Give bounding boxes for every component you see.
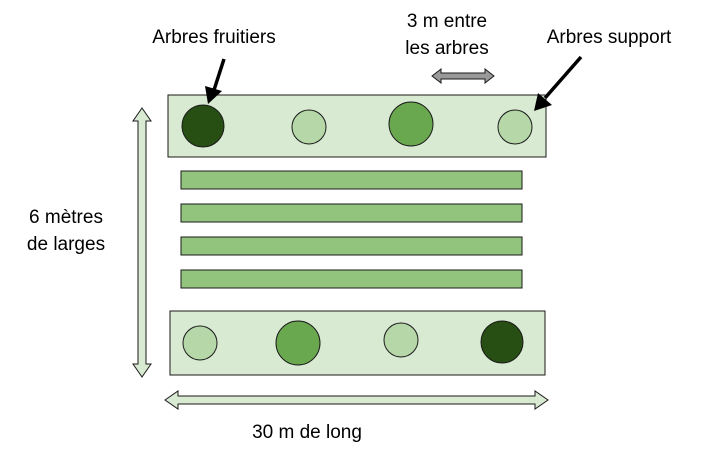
crop-row: [180, 269, 523, 289]
width-label-line2: de larges: [27, 234, 105, 255]
fruit-trees-label: Arbres fruitiers: [152, 27, 276, 48]
width-dimension-arrow: [132, 107, 152, 378]
crop-row: [180, 170, 523, 190]
crop-rows: [180, 170, 523, 289]
tree-light: [291, 109, 327, 145]
support-trees-label: Arbres support: [547, 27, 672, 48]
tree-spacing-arrow: [431, 67, 495, 85]
tree-dark: [480, 320, 524, 364]
tree-spacing-label-line1: 3 m entre: [407, 11, 487, 32]
top-tree-row: [167, 94, 547, 158]
length-label: 30 m de long: [252, 422, 362, 443]
tree-light: [182, 325, 218, 361]
top-tree-strip: [167, 94, 547, 158]
tree-light: [383, 322, 419, 358]
bottom-tree-row: [169, 310, 546, 376]
crop-row: [180, 236, 523, 256]
tree-medium: [275, 320, 321, 366]
tree-medium: [388, 101, 434, 147]
tree-spacing-label-line2: les arbres: [405, 38, 488, 59]
support-trees-pointer-arrow: [534, 55, 583, 111]
tree-dark: [181, 104, 225, 148]
crop-row: [180, 203, 523, 223]
fruit-trees-pointer-arrow: [205, 58, 226, 104]
width-label-line1: 6 mètres: [29, 207, 103, 228]
length-dimension-arrow: [164, 390, 549, 410]
tree-light: [497, 109, 533, 145]
